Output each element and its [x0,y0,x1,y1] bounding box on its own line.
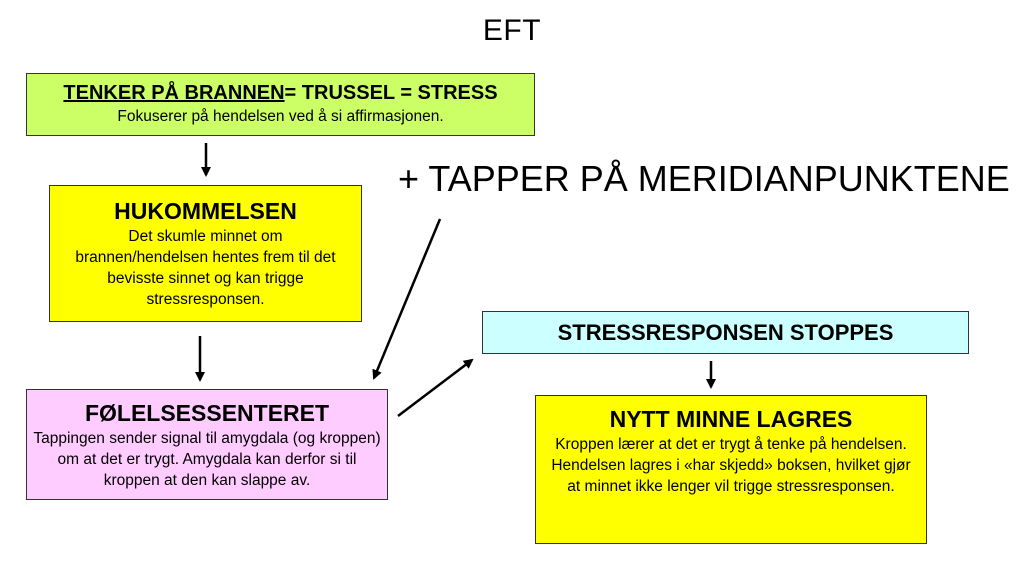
box3-heading: FØLELSESSENTERET [84,400,330,426]
box1-heading: TENKER PÅ BRANNEN= TRUSSEL = STRESS [27,80,534,106]
box-new-memory-stored: NYTT MINNE LAGRES Kroppen lærer at det e… [535,395,927,544]
box3-text: Tappingen sender signal til amygdala (og… [33,430,381,489]
arrow-tapping-to-box3 [372,218,442,380]
box-thinking-of-fire: TENKER PÅ BRANNEN= TRUSSEL = STRESS Foku… [26,73,535,136]
box-emotion-center: FØLELSESSENTERET Tappingen sender signal… [26,389,388,500]
tapping-note: + TAPPER PÅ MERIDIANPUNKTENE [398,158,1010,199]
box1-text: Fokuserer på hendelsen ved å si affirmas… [117,108,444,125]
box5-heading: NYTT MINNE LAGRES [609,406,853,432]
box-memory: HUKOMMELSEN Det skumle minnet om brannen… [49,185,362,322]
box2-heading: HUKOMMELSEN [114,198,297,224]
box5-text: Kroppen lærer at det er trygt å tenke på… [551,436,911,495]
arrow-box3-to-box4 [397,358,474,417]
box-stress-response-stops: STRESSRESPONSEN STOPPES [482,311,969,354]
box4-heading: STRESSRESPONSEN STOPPES [557,320,894,345]
diagram-title: EFT [482,14,542,47]
box2-text: Det skumle minnet om brannen/hendelsen h… [75,228,336,308]
box1-heading-underlined: TENKER PÅ BRANNEN [63,82,285,104]
box1-heading-rest: = TRUSSEL = STRESS [284,82,498,104]
